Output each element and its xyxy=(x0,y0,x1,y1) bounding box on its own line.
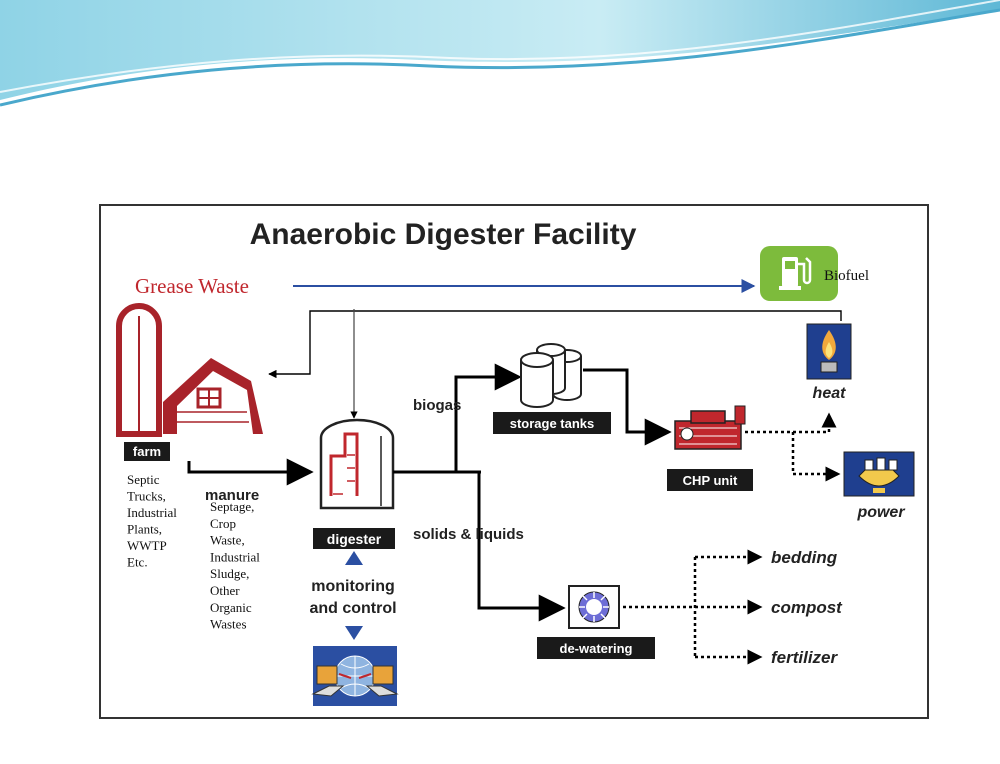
biofuel-label: Biofuel xyxy=(824,268,869,284)
digester-tank-icon xyxy=(319,418,395,510)
septic-line: Industrial xyxy=(127,505,177,520)
dewatering-label-box xyxy=(537,637,655,659)
septic-line: WWTP xyxy=(127,538,167,553)
septage-line: Industrial xyxy=(210,549,260,564)
septage-line: Crop xyxy=(210,516,236,531)
farm-label-box xyxy=(124,442,170,461)
monitor-up-arrow xyxy=(345,551,363,565)
manure-arrow xyxy=(187,458,314,486)
biogas-label: biogas xyxy=(413,397,461,414)
control-label: and control xyxy=(309,600,396,617)
flame-icon xyxy=(806,323,852,380)
monitoring-label: monitoring xyxy=(311,578,395,595)
storage-tanks-label: storage tanks xyxy=(510,416,595,431)
dewatering-icon xyxy=(568,585,620,629)
farm-barn-icon xyxy=(116,303,263,437)
bedding-label: bedding xyxy=(771,548,838,567)
septic-line: Plants, xyxy=(127,522,162,537)
septage-line: Waste, xyxy=(210,533,245,548)
septage-line: Organic xyxy=(210,600,252,615)
farm-label: farm xyxy=(133,444,161,459)
septage-line: Wastes xyxy=(210,617,247,632)
septage-line: Sludge, xyxy=(210,566,249,581)
digester-diagram: Anaerobic Digester Facility Grease Waste… xyxy=(116,218,915,706)
solids-liquids-label: solids & liquids xyxy=(413,526,524,543)
storage-to-chp-line xyxy=(583,368,672,446)
septic-line: Trucks, xyxy=(127,489,166,504)
fertilizer-label: fertilizer xyxy=(771,648,839,667)
dewatering-label: de-watering xyxy=(560,641,633,656)
digester-label: digester xyxy=(327,531,382,547)
septage-line: Septage, xyxy=(210,499,254,514)
diagram-frame: Anaerobic Digester Facility Grease Waste… xyxy=(99,204,929,719)
heat-label: heat xyxy=(813,385,847,402)
storage-tanks-label-box xyxy=(493,412,611,434)
septic-line: Septic xyxy=(127,472,160,487)
chp-to-power-line xyxy=(791,432,841,482)
header-wave xyxy=(0,0,1000,107)
biofuel-badge xyxy=(760,246,838,301)
fuel-pump-icon xyxy=(779,257,812,290)
biogas-line xyxy=(454,363,522,472)
septic-line: Etc. xyxy=(127,555,148,570)
chp-to-heat-line xyxy=(745,412,837,434)
septage-line: Other xyxy=(210,583,240,598)
solids-line xyxy=(477,472,566,622)
storage-tanks-icon xyxy=(520,343,582,408)
monitor-down-arrow xyxy=(345,626,363,640)
power-bulb-icon xyxy=(843,451,915,497)
power-label: power xyxy=(856,504,905,521)
chp-unit-label: CHP unit xyxy=(683,473,738,488)
grease-waste-label: Grease Waste xyxy=(135,274,249,298)
manure-label: manure xyxy=(205,487,259,504)
diagram-title: Anaerobic Digester Facility xyxy=(250,218,637,251)
compost-label: compost xyxy=(771,598,843,617)
computers-icon xyxy=(311,646,399,706)
chp-label-box xyxy=(667,469,753,491)
chp-engine-icon xyxy=(674,405,746,450)
heat-return-line xyxy=(268,310,842,379)
digester-label-box xyxy=(313,528,395,549)
